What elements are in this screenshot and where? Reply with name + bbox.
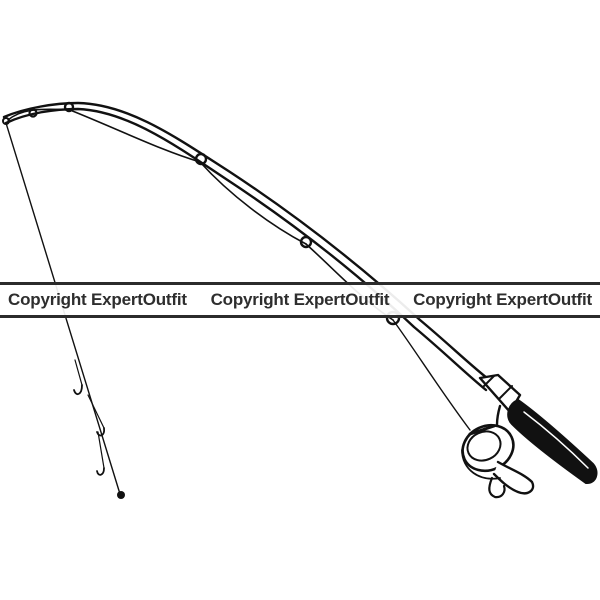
watermark-band: Copyright ExpertOutfit Copyright ExpertO…	[0, 282, 600, 318]
handle-highlight	[523, 411, 589, 469]
watermark-text: Copyright ExpertOutfit	[413, 290, 592, 309]
hook-1-icon	[73, 384, 83, 396]
reel-body	[492, 460, 535, 495]
line-to-reel	[392, 319, 471, 431]
guide-4	[299, 235, 313, 249]
line-segment-1	[69, 109, 201, 163]
line-segment-2	[199, 161, 307, 245]
reel-bail	[461, 449, 501, 480]
hook-2-icon	[96, 427, 105, 437]
dropper-line-3	[97, 431, 105, 469]
dropper-line-2	[87, 394, 105, 429]
guide-2	[63, 101, 75, 113]
hook-3-icon	[96, 467, 105, 476]
reel-handle-icon	[488, 476, 506, 499]
rod-blank-top	[2, 101, 494, 384]
rod-blank-bottom	[4, 107, 488, 392]
reel-seat	[478, 373, 522, 414]
watermark-text: Copyright ExpertOutfit	[210, 290, 390, 309]
reel-spool-lip	[468, 424, 496, 436]
reel-spool-inner	[466, 430, 502, 462]
dropper-line-1	[74, 359, 83, 386]
reel-seat-ring-2	[499, 385, 513, 399]
reel-seat-ring-1	[483, 375, 495, 387]
guide-1	[28, 108, 38, 118]
rod-handle	[507, 399, 598, 485]
sinker-icon	[117, 491, 125, 499]
watermark-text: Copyright ExpertOutfit	[8, 290, 187, 309]
guide-3	[194, 152, 208, 166]
